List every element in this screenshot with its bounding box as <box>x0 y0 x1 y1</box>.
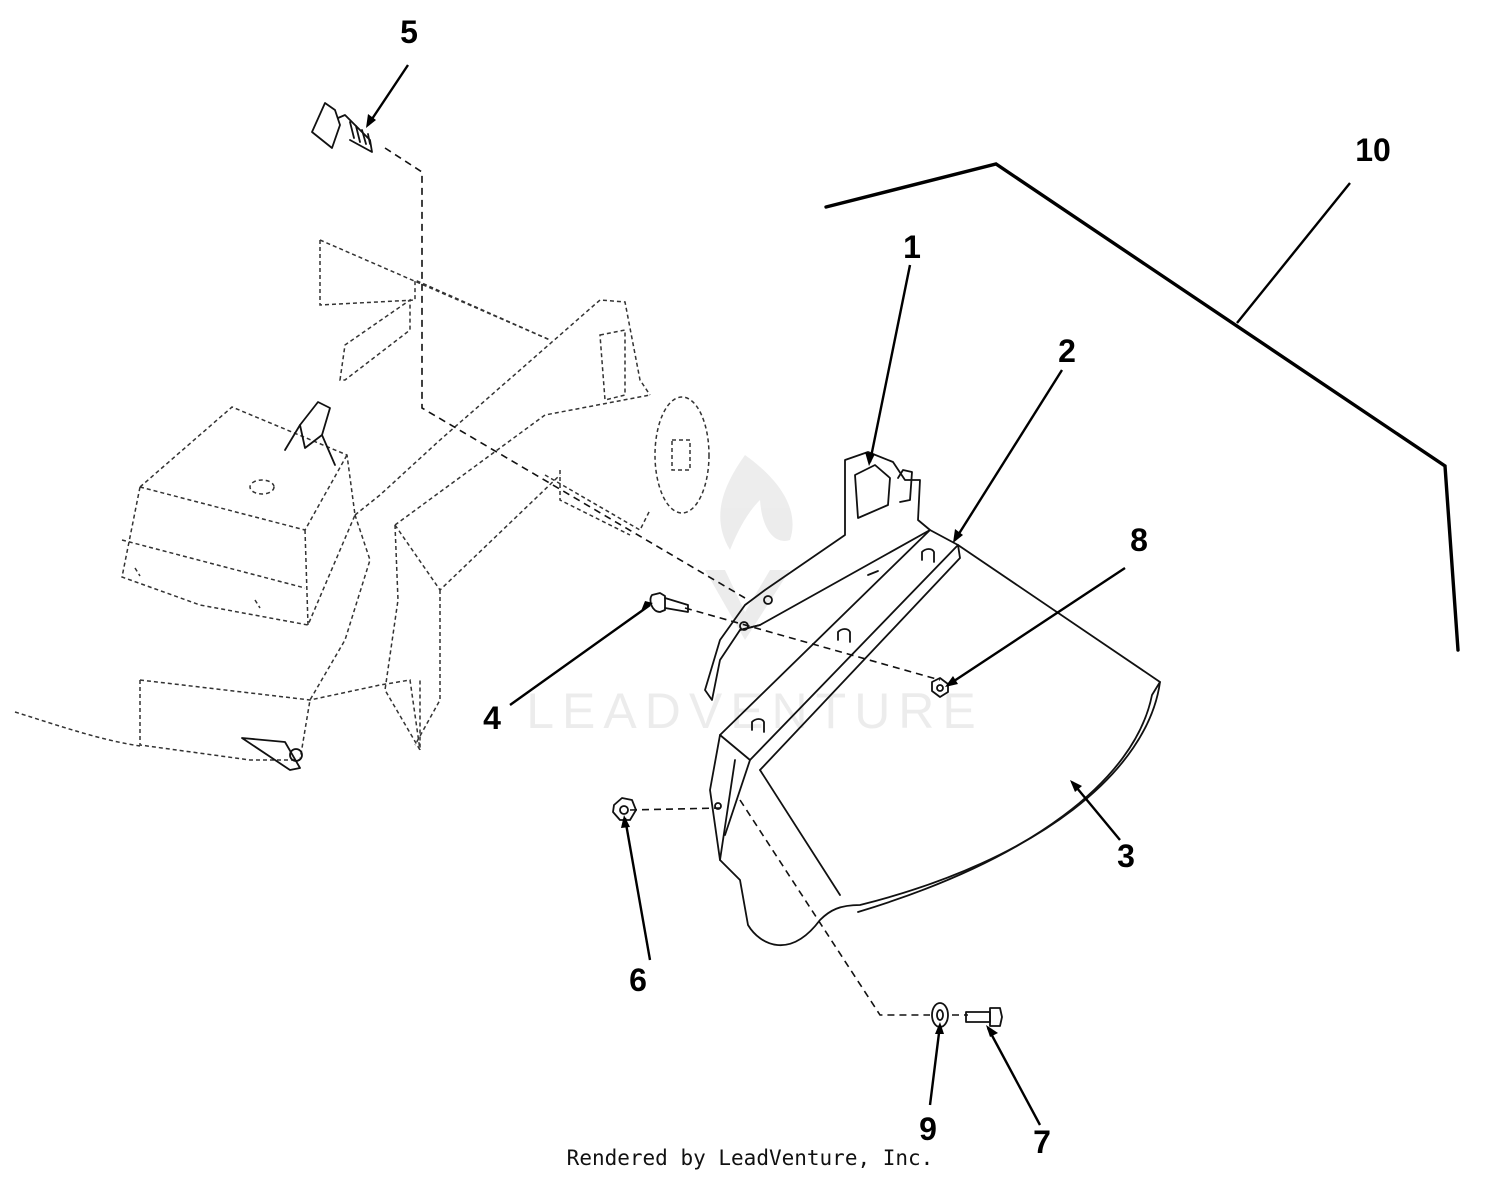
hex-bolt <box>965 1007 1003 1027</box>
flange-nut <box>612 797 637 821</box>
callout-9: 9 <box>919 1111 937 1147</box>
callout-numbers: 5 1 2 8 10 4 3 6 9 7 <box>400 14 1391 1160</box>
callout-3: 3 <box>1117 838 1135 874</box>
assembly-lines <box>384 147 968 1016</box>
carriage-bolt <box>649 592 689 613</box>
callout-5: 5 <box>400 14 418 50</box>
callout-4: 4 <box>483 700 501 736</box>
callout-7: 7 <box>1033 1124 1051 1160</box>
leader-arrowheads <box>366 114 1082 1037</box>
mower-deck-housing <box>14 239 710 771</box>
lock-nut <box>931 677 949 698</box>
watermark-text: LEADVENTURE <box>526 683 984 739</box>
deflector-bracket <box>704 451 931 701</box>
callout-1: 1 <box>903 229 921 265</box>
callout-2: 2 <box>1058 333 1076 369</box>
watermark-logo <box>705 455 793 640</box>
knob-bolt <box>311 102 373 153</box>
footer-credit: Rendered by LeadVenture, Inc. <box>566 1146 934 1170</box>
deflector-shield <box>709 529 1161 947</box>
assembly-bracket-line <box>824 162 1460 652</box>
callout-6: 6 <box>629 962 647 998</box>
leader-lines <box>367 64 1351 1126</box>
callout-10: 10 <box>1355 132 1391 168</box>
callout-8: 8 <box>1130 522 1148 558</box>
